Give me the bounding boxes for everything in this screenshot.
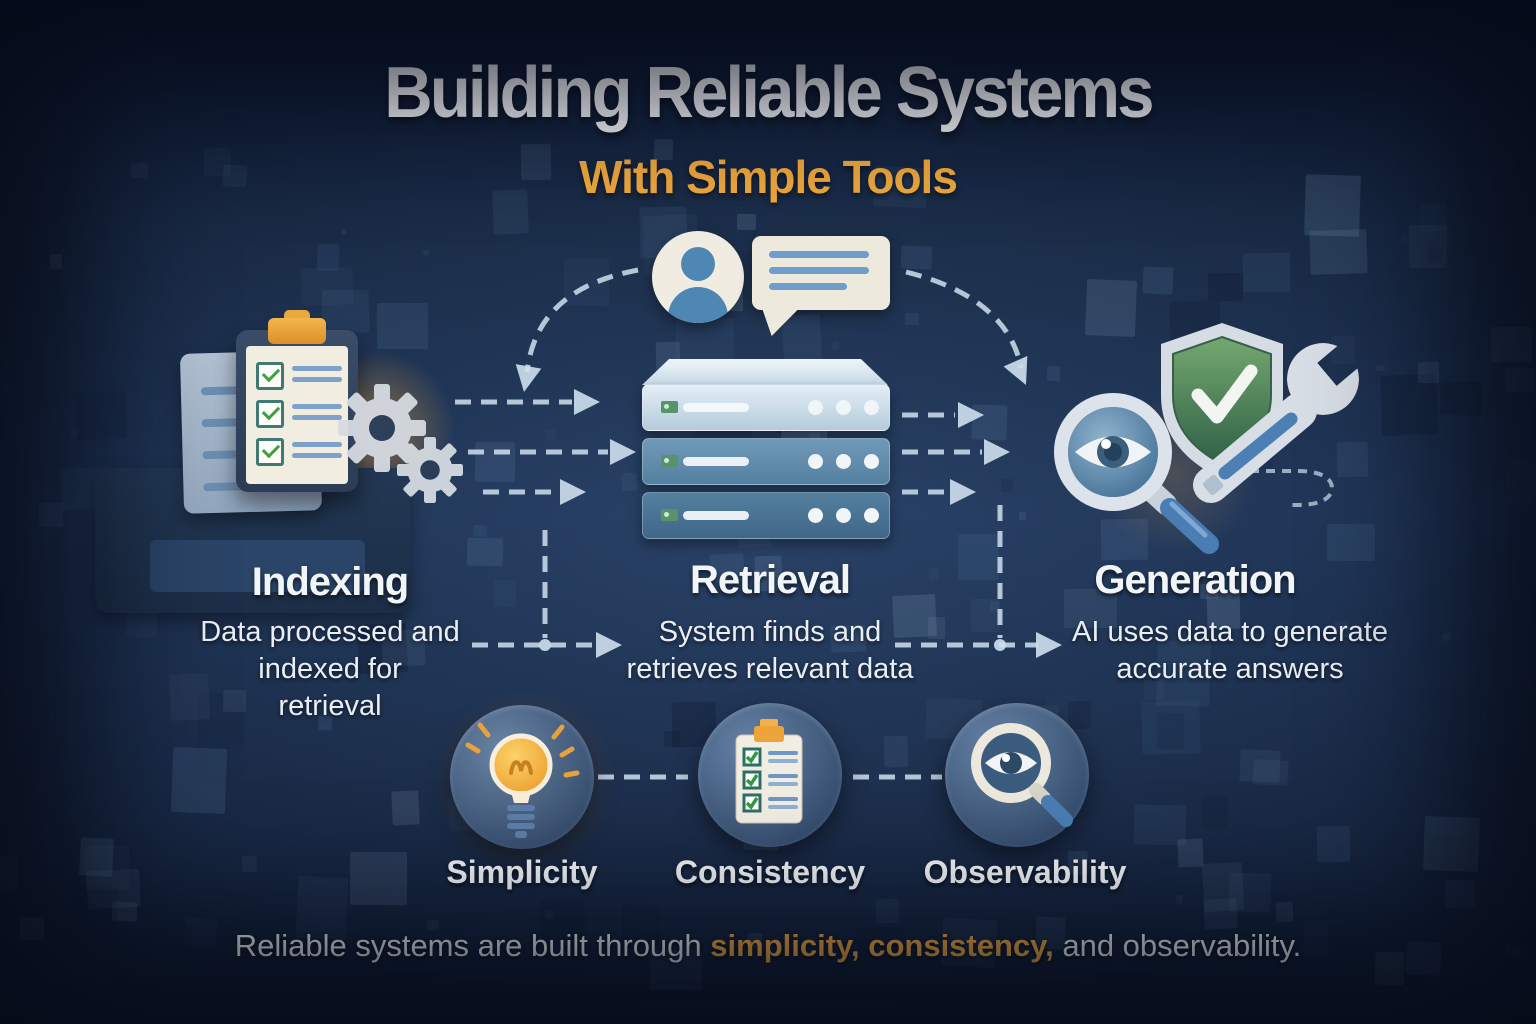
desc-line: indexed for — [258, 653, 402, 685]
arrowhead — [1036, 632, 1062, 658]
desc-line: AI uses data to generate — [1072, 616, 1388, 648]
page-title: Building Reliable Systems — [384, 53, 1154, 133]
server-bar — [683, 457, 749, 466]
device-screen — [150, 540, 365, 592]
checklist-line — [292, 366, 342, 371]
checkbox-icon — [256, 362, 284, 390]
page-subtitle: With Simple Tools — [579, 151, 958, 203]
stage-desc-retrieval: System finds and retrieves relevant data — [600, 614, 940, 688]
dashed-hook-decoration — [1250, 469, 1335, 507]
checklist-line — [292, 453, 342, 458]
arrowhead — [958, 402, 984, 428]
footer-caption: Reliable systems are built through simpl… — [0, 928, 1536, 964]
server-dot — [864, 454, 879, 469]
connector-node — [994, 639, 1006, 651]
arrowhead — [984, 439, 1010, 465]
principle-label-observability: Observability — [923, 854, 1127, 890]
stage-label-indexing: Indexing — [251, 560, 409, 604]
server-stack-icon — [642, 384, 890, 431]
footer-text — [860, 928, 869, 963]
principle-circle-simplicity — [450, 705, 594, 849]
server-top-face — [642, 359, 888, 385]
footer-highlight-simplicity: simplicity, — [710, 928, 860, 963]
server-dot — [836, 400, 851, 415]
stage-desc-indexing: Data processed and indexed for retrieval — [165, 614, 495, 725]
bubble-line — [769, 251, 869, 258]
arrowhead — [596, 632, 622, 658]
server-led — [661, 455, 678, 467]
connector-node — [539, 639, 551, 651]
bubble-line — [769, 267, 869, 274]
server-dot — [836, 454, 851, 469]
server-bar — [683, 403, 749, 412]
desc-line: retrieves relevant data — [626, 653, 914, 685]
server-dot — [864, 400, 879, 415]
dashed-curve-user-to-generation — [905, 269, 1024, 369]
gears-icon — [338, 384, 463, 503]
footer-highlight-consistency: consistency, — [868, 928, 1054, 963]
checklist-icon — [735, 719, 803, 824]
bubble-line — [769, 283, 847, 290]
desc-line: accurate answers — [1116, 653, 1344, 685]
eye-magnifier-shield-wrench-icon — [1054, 323, 1359, 554]
arrowhead — [1003, 355, 1028, 385]
checkbox-icon — [256, 400, 284, 428]
desc-line: retrieval — [278, 690, 382, 722]
lightbulb-icon — [465, 722, 580, 838]
eye-magnifier-icon — [971, 723, 1073, 827]
checklist-line — [292, 377, 342, 382]
server-dot — [808, 508, 823, 523]
server-stack-icon — [642, 492, 890, 539]
principle-label-simplicity: Simplicity — [446, 854, 598, 890]
arrowhead — [515, 364, 542, 392]
server-led — [661, 401, 678, 413]
principle-label-consistency: Consistency — [674, 854, 866, 890]
avatar-body — [668, 287, 728, 323]
clipboard-clip — [268, 318, 326, 344]
arrowhead — [560, 479, 586, 505]
server-dot — [864, 508, 879, 523]
avatar-head — [681, 247, 715, 281]
checklist-line — [292, 404, 342, 409]
footer-text: and observability. — [1053, 928, 1302, 963]
arrowhead — [950, 479, 976, 505]
server-stack-icon — [642, 438, 890, 485]
stage-label-retrieval: Retrieval — [690, 558, 851, 602]
stage-label-generation: Generation — [1094, 558, 1296, 602]
eye-magnifier-icon — [1054, 393, 1219, 554]
server-dot — [808, 400, 823, 415]
dashed-curve-user-to-indexing — [524, 267, 639, 373]
desc-line: Data processed and — [200, 616, 460, 648]
checkbox-icon — [256, 438, 284, 466]
server-led — [661, 509, 678, 521]
user-avatar-icon — [652, 231, 744, 323]
principle-circle-observability — [945, 703, 1089, 847]
stage-desc-generation: AI uses data to generate accurate answer… — [1055, 614, 1405, 688]
check-icon — [261, 363, 281, 383]
checklist-line — [292, 442, 342, 447]
check-icon — [261, 401, 281, 421]
footer-text: Reliable systems are built through — [234, 928, 711, 963]
checklist-line — [292, 415, 342, 420]
server-dot — [808, 454, 823, 469]
server-dot — [836, 508, 851, 523]
check-icon — [261, 439, 281, 459]
chat-bubble-icon — [752, 236, 890, 310]
arrowhead — [610, 439, 636, 465]
arrowhead — [574, 389, 600, 415]
principle-circle-consistency — [698, 703, 842, 847]
server-bar — [683, 511, 749, 520]
desc-line: System finds and — [658, 616, 882, 648]
wrench-icon — [1193, 343, 1359, 503]
